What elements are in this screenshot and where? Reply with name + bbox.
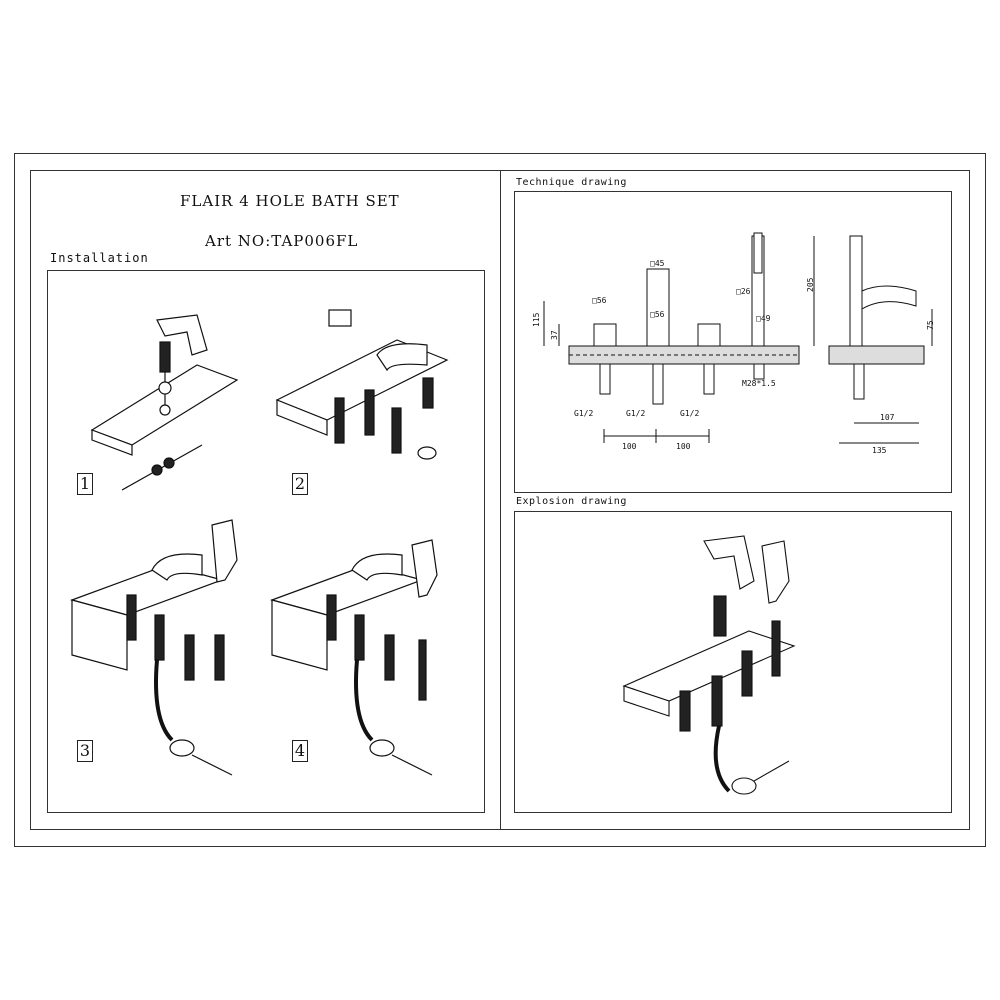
dim-sq56-a: □56 bbox=[592, 296, 607, 305]
explosion-panel bbox=[514, 511, 952, 813]
dim-75: 75 bbox=[926, 320, 935, 330]
article-label: Art NO: bbox=[205, 232, 272, 250]
technique-drawing: 115 37 □56 □45 □56 □26 □49 205 75 G1/2 G… bbox=[532, 232, 935, 455]
dim-g12-b: G1/2 bbox=[626, 409, 645, 418]
dim-g12-a: G1/2 bbox=[574, 409, 593, 418]
step-number-2: 2 bbox=[292, 473, 308, 495]
outer-frame bbox=[14, 153, 986, 847]
dim-sq56-b: □56 bbox=[650, 310, 665, 319]
dim-thread: M28*1.5 bbox=[742, 379, 776, 388]
article-number: Art NO:TAP006FL bbox=[205, 232, 425, 250]
dim-100-a: 100 bbox=[622, 442, 637, 451]
dim-135: 135 bbox=[872, 446, 887, 455]
dim-sq45: □45 bbox=[650, 259, 665, 268]
installation-illustrations bbox=[70, 309, 449, 776]
installation-label: Installation bbox=[50, 251, 149, 265]
step4-illustration bbox=[270, 539, 438, 776]
dim-115: 115 bbox=[532, 312, 541, 327]
step1-illustration bbox=[90, 314, 239, 491]
technique-label: Technique drawing bbox=[516, 177, 627, 188]
explosion-drawing bbox=[622, 535, 796, 795]
step-number-4: 4 bbox=[292, 740, 308, 762]
installation-panel bbox=[47, 270, 485, 813]
dim-g12-c: G1/2 bbox=[680, 409, 699, 418]
center-divider bbox=[500, 170, 501, 830]
article-code: TAP006FL bbox=[271, 232, 359, 250]
dim-107: 107 bbox=[880, 413, 895, 422]
step-number-1: 1 bbox=[77, 473, 93, 495]
dim-205: 205 bbox=[806, 277, 815, 292]
technique-panel bbox=[514, 191, 952, 493]
dim-sq49: □49 bbox=[756, 314, 771, 323]
step-number-3: 3 bbox=[77, 740, 93, 762]
dim-100-b: 100 bbox=[676, 442, 691, 451]
step2-illustration bbox=[275, 309, 449, 460]
dim-sq26: □26 bbox=[736, 287, 751, 296]
explosion-label: Explosion drawing bbox=[516, 496, 627, 507]
dim-37: 37 bbox=[550, 330, 559, 340]
product-title: FLAIR 4 HOLE BATH SET bbox=[180, 192, 400, 210]
step3-illustration bbox=[70, 519, 238, 776]
